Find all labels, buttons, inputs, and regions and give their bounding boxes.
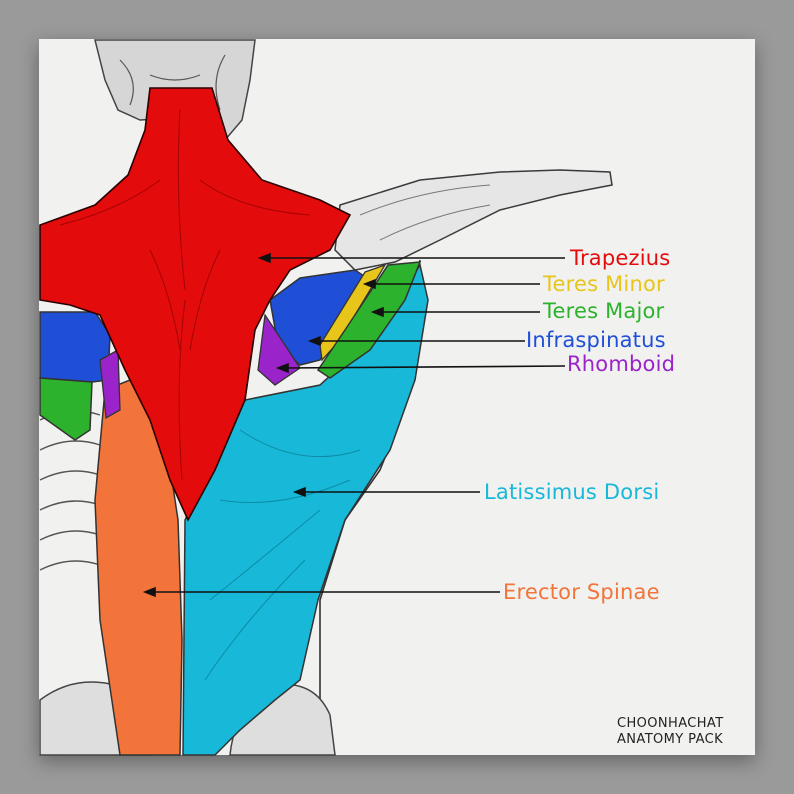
rhomboid-leader	[282, 365, 566, 369]
label-rhomboid: Rhomboid	[567, 352, 676, 376]
trapezius-muscle	[39, 87, 352, 522]
latissimus-fibres	[204, 429, 361, 681]
label-latissimus-dorsi: Latissimus Dorsi	[484, 480, 660, 504]
trapezius-fibres	[59, 109, 311, 481]
teres-major-muscle-left	[39, 377, 93, 441]
label-teres-major: Teres Major	[543, 299, 665, 323]
teres-major-muscle	[316, 261, 422, 379]
leader-lines	[142, 252, 566, 598]
label-teres-minor: Teres Minor	[543, 272, 665, 296]
credit-line-1: CHOONHACHAT	[617, 716, 724, 731]
label-trapezius: Trapezius	[570, 246, 671, 270]
credit-text: CHOONHACHAT ANATOMY PACK	[617, 716, 724, 748]
label-infraspinatus: Infraspinatus	[526, 328, 666, 352]
rhomboid-muscle-left	[99, 348, 121, 420]
label-erector-spinae: Erector Spinae	[503, 580, 660, 604]
credit-line-2: ANATOMY PACK	[617, 732, 724, 747]
infraspinatus-muscle-left	[39, 311, 111, 383]
